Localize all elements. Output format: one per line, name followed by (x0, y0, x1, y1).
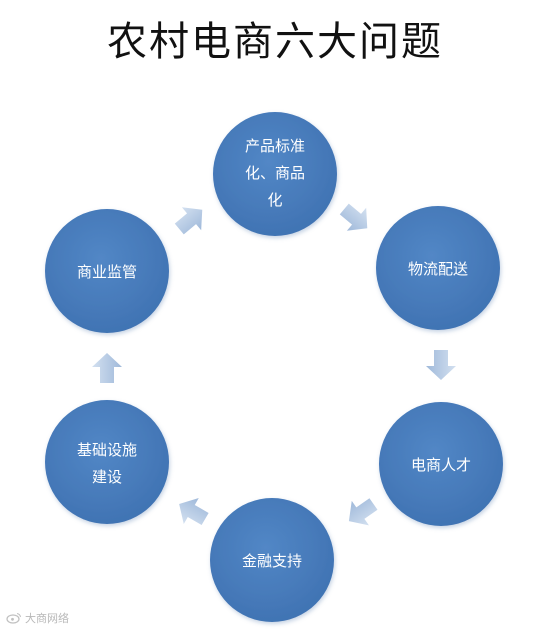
arrow-finance-to-infrastructure (179, 498, 209, 526)
weibo-logo-icon (6, 613, 21, 624)
arrow-infrastructure-to-regulation (92, 353, 122, 383)
node-financial-support: 金融支持 (210, 498, 334, 622)
watermark-text: 大商网络 (25, 612, 69, 625)
arrow-talent-to-finance (348, 498, 378, 526)
node-infrastructure-construction: 基础设施 建设 (45, 400, 169, 524)
node-label-logistics: 物流配送 (408, 260, 468, 278)
node-label-finance: 金融支持 (242, 552, 302, 570)
node-label-product-line-1: 产品标准 (245, 137, 305, 155)
node-label-talent: 电商人才 (411, 456, 471, 474)
arrow-logistics-to-talent (426, 350, 456, 380)
node-product-standardization: 产品标准 化、商品 化 (213, 112, 337, 236)
arrow-regulation-to-product (174, 207, 203, 235)
node-ecommerce-talent: 电商人才 (379, 402, 503, 526)
node-label-product-line-3: 化 (267, 191, 282, 209)
node-logistics-delivery: 物流配送 (376, 206, 500, 330)
node-commercial-regulation: 商业监管 (45, 209, 169, 333)
node-label-infrastructure-line-1: 基础设施 (77, 441, 137, 459)
watermark: 大商网络 (6, 610, 69, 626)
node-label-product-line-2: 化、商品 (245, 164, 305, 182)
arrow-product-to-logistics (339, 203, 368, 231)
node-label-infrastructure-line-2: 建设 (92, 468, 122, 486)
node-label-regulation: 商业监管 (77, 263, 137, 281)
diagram-title: 农村电商六大问题 (107, 19, 443, 65)
